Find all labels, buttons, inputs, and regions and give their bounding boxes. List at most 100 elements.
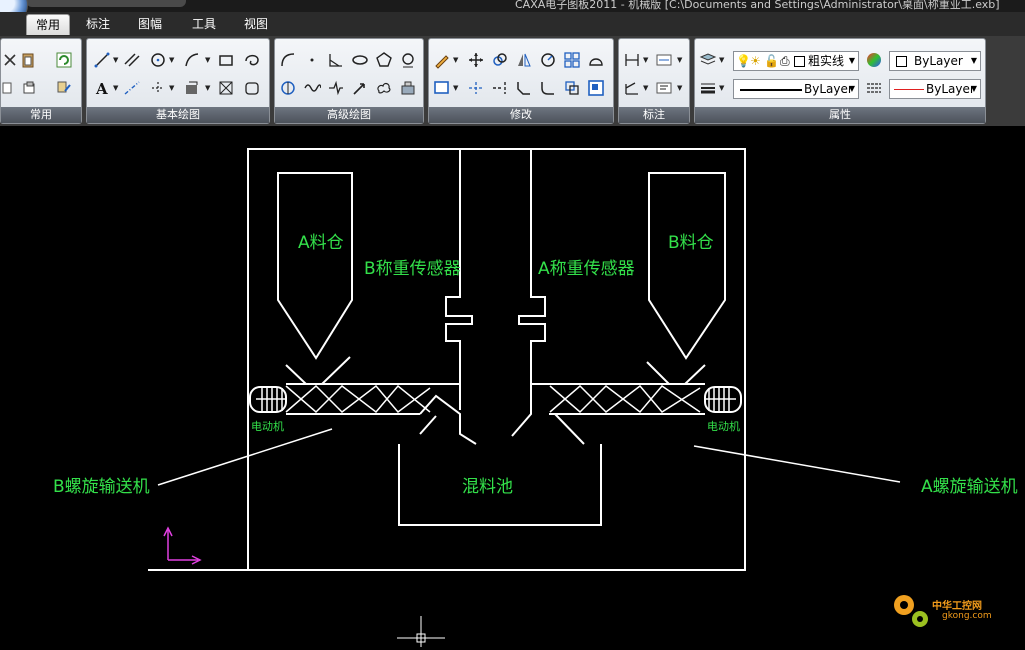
line-preview (894, 89, 924, 90)
label-bin-a: A料仓 (298, 233, 344, 253)
curve-icon[interactable] (279, 79, 297, 97)
parallel-line-icon[interactable] (123, 51, 141, 69)
layer-manager-icon[interactable] (699, 51, 717, 69)
svg-text:A: A (95, 80, 108, 97)
dimension-icon[interactable] (623, 51, 641, 69)
printer-icon: ⎙ (780, 54, 790, 68)
panel-label-modify: 修改 (429, 107, 613, 123)
cut-icon[interactable] (1, 51, 19, 69)
trim-icon[interactable] (467, 79, 485, 97)
label-motor-left: 电动机 (251, 419, 284, 433)
tab-common[interactable]: 常用 (26, 14, 70, 35)
fillet-icon[interactable] (539, 79, 557, 97)
tab-view[interactable]: 视图 (243, 17, 268, 31)
array-icon[interactable] (563, 51, 581, 69)
ucs-icon (163, 526, 202, 565)
linetype-select[interactable]: ByLayer ▼ (733, 79, 859, 99)
arrow-icon[interactable] (351, 79, 369, 97)
lineweight-value: ByLayer (926, 82, 975, 96)
panel-label-basic-draw: 基本绘图 (87, 107, 269, 123)
watermark-text: 中华工控网 (932, 601, 982, 612)
line-preview (740, 89, 802, 91)
panel-advanced-draw: 高级绘图 (274, 38, 424, 124)
label-conveyor-b: B螺旋输送机 (53, 477, 150, 497)
dimension-style-icon[interactable] (655, 51, 673, 69)
conveyor-b-inlet (285, 356, 351, 385)
conveyor-b-outlet (419, 415, 437, 435)
gear-icon[interactable] (399, 51, 417, 69)
quick-access-toolbar[interactable] (26, 0, 186, 7)
tab-tools[interactable]: 工具 (191, 17, 216, 31)
rotate-icon[interactable] (539, 51, 557, 69)
ribbon: 常用 ▼ ▼ ▼ A ▼ ▼ ▼ 基本绘图 高级绘图 (0, 36, 1025, 126)
paste-icon[interactable] (19, 51, 37, 69)
linetype-value: ByLayer (804, 82, 853, 96)
rectangle-icon[interactable] (217, 51, 235, 69)
color-wheel-icon[interactable] (865, 51, 883, 69)
color-select[interactable]: ByLayer ▼ (889, 51, 981, 71)
text-style-icon[interactable] (655, 79, 673, 97)
polygon-icon[interactable] (375, 51, 393, 69)
mirror-icon[interactable] (515, 51, 533, 69)
move-icon[interactable] (467, 51, 485, 69)
angle-icon[interactable] (327, 51, 345, 69)
regen-icon[interactable] (55, 51, 73, 69)
break-line-icon[interactable] (327, 79, 345, 97)
bin-b-hopper (648, 172, 726, 360)
panel-label-common: 常用 (1, 107, 81, 123)
wave-icon[interactable] (303, 79, 321, 97)
block-icon[interactable] (217, 79, 235, 97)
linetype-scale-icon[interactable] (865, 79, 883, 97)
stretch-icon[interactable] (587, 79, 605, 97)
drawing-canvas[interactable]: A料仓 B料仓 B称重传感器 A称重传感器 电动机 电动机 B螺旋输送机 A螺旋… (0, 126, 1025, 647)
explode-icon[interactable] (563, 79, 581, 97)
pencil-icon[interactable] (433, 51, 451, 69)
scale-icon[interactable] (587, 51, 605, 69)
spline-icon[interactable] (243, 51, 261, 69)
offset-icon[interactable] (149, 79, 167, 97)
watermark-url: gkong.com (942, 611, 992, 621)
conveyor-a-screw (549, 384, 701, 414)
polyline-icon[interactable] (279, 51, 297, 69)
label-motor-right: 电动机 (707, 419, 740, 433)
panel-properties: ▼ 💡 ☀ 🔓 ⎙ 粗实线 ▼ ByLayer ▼ ▼ ByLayer ▼ By… (694, 38, 986, 124)
coordinate-dim-icon[interactable] (623, 79, 641, 97)
tab-sheet[interactable]: 图幅 (137, 17, 162, 31)
chamfer-icon[interactable] (515, 79, 533, 97)
conveyor-b-tube (286, 383, 477, 445)
copy-icon[interactable] (1, 79, 19, 97)
copy-icon[interactable] (491, 51, 509, 69)
color-swatch (896, 56, 907, 67)
match-properties-icon[interactable] (21, 79, 39, 97)
revision-cloud-icon[interactable] (375, 79, 393, 97)
layer-select[interactable]: 💡 ☀ 🔓 ⎙ 粗实线 ▼ (733, 51, 859, 71)
ellipse-icon[interactable] (351, 51, 369, 69)
sun-icon: ☀ (750, 54, 761, 68)
gear-icon (894, 595, 928, 627)
ribbon-tab-bar: 常用 标注 图幅 工具 视图 (0, 12, 1025, 36)
hole-icon[interactable] (399, 79, 417, 97)
brush-icon[interactable] (55, 79, 73, 97)
motor-right-windings (705, 388, 736, 411)
chevron-down-icon: ▼ (848, 56, 855, 65)
conveyor-b-screw (285, 384, 431, 414)
leader-line-conveyor-b (157, 428, 333, 486)
lineweight-icon[interactable] (699, 79, 717, 97)
erase-cloud-icon[interactable] (243, 79, 261, 97)
line-icon[interactable] (93, 51, 111, 69)
bin-a-hopper (277, 172, 353, 360)
hatch-icon[interactable] (183, 79, 201, 97)
lineweight-select[interactable]: ByLayer ▼ (889, 79, 981, 99)
panel-common: 常用 (0, 38, 82, 124)
panel-annotate: ▼ ▼ ▼ ▼ 标注 (618, 38, 690, 124)
point-icon[interactable] (303, 51, 321, 69)
centerline-icon[interactable] (123, 79, 141, 97)
arc-icon[interactable] (183, 51, 201, 69)
tab-annotate[interactable]: 标注 (85, 17, 110, 31)
label-conveyor-a: A螺旋输送机 (921, 477, 1018, 497)
text-icon[interactable]: A (93, 79, 111, 97)
extend-icon[interactable] (491, 79, 509, 97)
select-icon[interactable] (433, 79, 451, 97)
circle-icon[interactable] (149, 51, 167, 69)
machine-frame (247, 148, 746, 571)
